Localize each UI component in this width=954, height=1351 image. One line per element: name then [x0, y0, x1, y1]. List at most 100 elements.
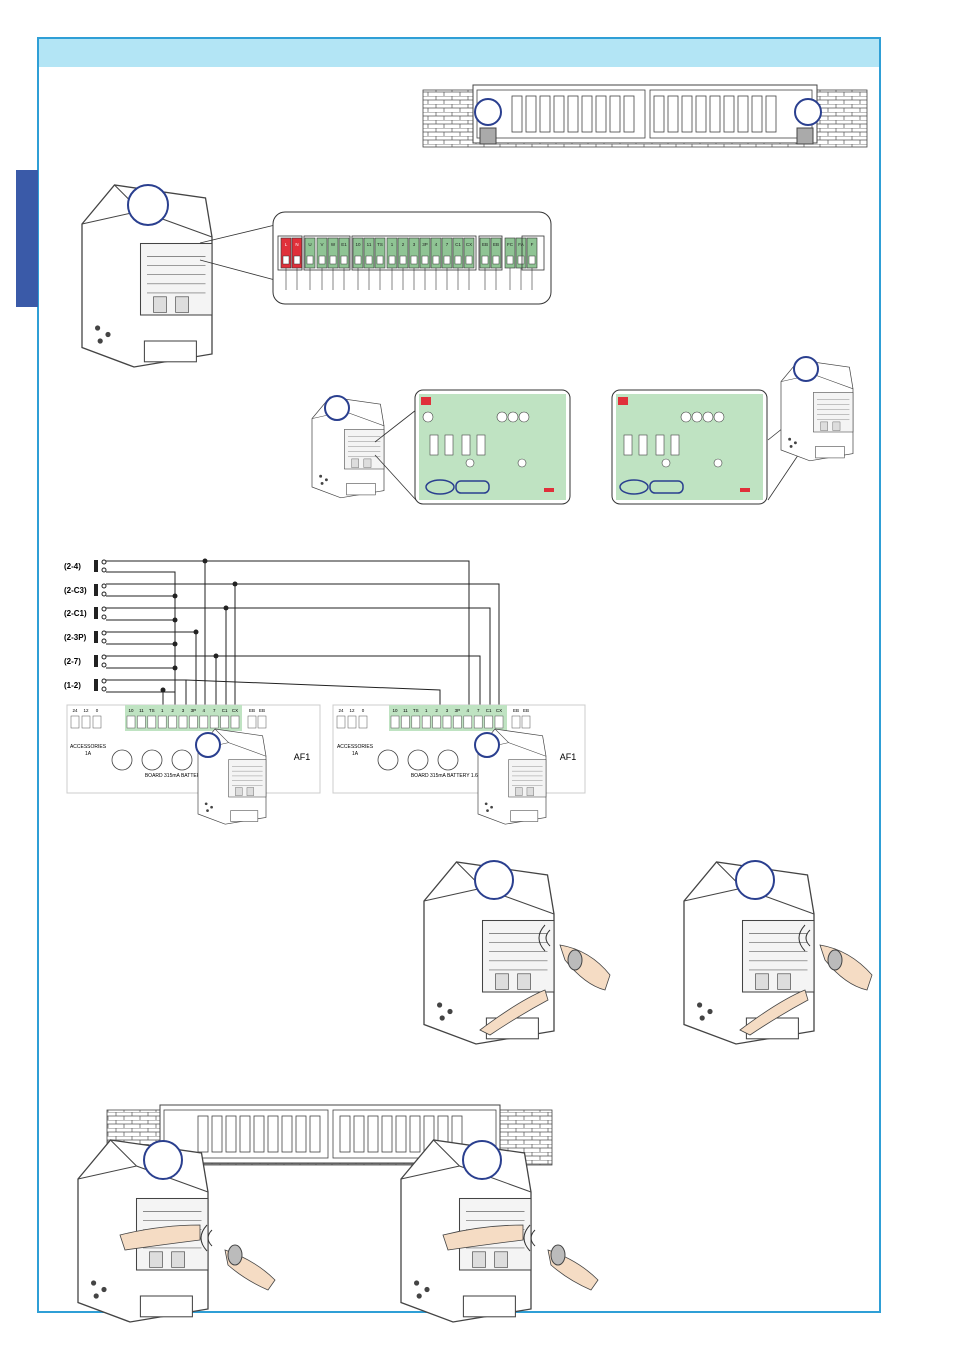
terminal-screw: [492, 255, 500, 265]
board-terminal-label: 1: [161, 708, 164, 713]
terminal-screw: [465, 255, 473, 265]
eb-terminal-label: EB: [249, 708, 255, 713]
board-callout-right: [611, 356, 854, 505]
board-terminal-label: 2: [171, 708, 174, 713]
header-terminal-label: 24: [338, 708, 344, 713]
wire: [106, 679, 441, 705]
hand-icon: [559, 944, 611, 991]
board-terminal: [494, 715, 504, 729]
pushbutton-icon: [94, 560, 98, 572]
header-terminal-label: 0: [362, 708, 365, 713]
board-terminal: [220, 715, 229, 729]
gate-motor-icon: [479, 127, 497, 145]
terminal-screw: [443, 255, 451, 265]
terminal-group: [303, 235, 351, 271]
header-terminal-label: 24: [72, 708, 78, 713]
header-terminal: [92, 715, 102, 729]
gate-motor-icon: [796, 127, 814, 145]
junction-dot: [160, 687, 166, 693]
pushbutton-icon: [94, 655, 98, 667]
af-label: AF1: [560, 752, 577, 762]
control-board-icon: [616, 394, 763, 500]
board-terminal-label: 3P: [455, 708, 461, 713]
contact-bottom: [101, 638, 107, 644]
contact-bottom: [101, 662, 107, 668]
callout-circle: [127, 184, 169, 226]
side-tab: [16, 170, 38, 307]
board-terminal: [126, 715, 136, 729]
terminal-screw: [421, 255, 429, 265]
board-terminal-label: TS: [413, 708, 419, 713]
terminal-screw: [399, 255, 407, 265]
terminal-label: 2: [402, 242, 405, 247]
terminal-screw: [354, 255, 362, 265]
board-terminal-label: 10: [128, 708, 134, 713]
terminal-group: [277, 235, 303, 271]
board-terminal-label: 7: [477, 708, 480, 713]
wire: [106, 655, 481, 705]
terminal-label: CX: [466, 242, 472, 247]
wire-lines: [106, 558, 500, 705]
hand-icon: [442, 1224, 524, 1251]
callout-circle: [474, 732, 500, 758]
junction-dot: [172, 641, 178, 647]
terminal-screw: [282, 255, 290, 265]
accessories-value: 1A: [85, 751, 92, 757]
terminal-label: C1: [455, 242, 461, 247]
board-terminal-label: CX: [232, 708, 238, 713]
wire: [106, 560, 470, 705]
pushbutton-icon: [94, 631, 98, 643]
terminal-label: 3: [413, 242, 416, 247]
pushbutton-label: (1-2): [64, 681, 81, 690]
terminal-label: EB: [482, 242, 488, 247]
terminal-label: N: [295, 242, 298, 247]
accessories-label: ACCESSORIES: [70, 744, 107, 750]
eb-terminal-label: EB: [513, 708, 519, 713]
terminal-group: [521, 235, 545, 271]
pushbutton-label: (2-C3): [64, 586, 87, 595]
terminal-label: 1: [391, 242, 394, 247]
board-terminal-label: TS: [149, 708, 155, 713]
junction-dot: [193, 629, 199, 635]
remote-transmitter-icon: [227, 1244, 243, 1266]
pushbutton-label: (2-7): [64, 657, 81, 666]
wire: [106, 583, 500, 705]
contact-bottom: [101, 567, 107, 573]
callout-circle: [324, 395, 350, 421]
board-terminal: [230, 715, 240, 729]
af-label: AF1: [294, 752, 311, 762]
terminal-label: V: [320, 242, 323, 247]
terminal-label: 4: [435, 242, 438, 247]
fuses-label: BOARD 315mA BATTERY 1.6A: [411, 773, 482, 779]
board-terminal-label: 4: [467, 708, 470, 713]
callout-circle: [735, 860, 775, 900]
remote-transmitter-icon: [550, 1244, 566, 1266]
board-terminal-label: 3P: [191, 708, 197, 713]
contact-bottom: [101, 614, 107, 620]
terminal-screw: [481, 255, 489, 265]
pushbutton-label: (2-3P): [64, 633, 87, 642]
board-terminal: [473, 715, 483, 729]
terminal-label: 3P: [422, 242, 428, 247]
contact-bottom: [101, 686, 107, 692]
callout-circle: [195, 732, 221, 758]
terminal-screw: [329, 255, 337, 265]
terminal-label: 10: [355, 242, 361, 247]
contact-top: [101, 630, 107, 636]
board-terminal: [411, 715, 421, 729]
board-terminal-label: CX: [496, 708, 502, 713]
terminal-label: W: [331, 242, 336, 247]
board-terminal: [178, 715, 188, 729]
terminal-screw: [517, 255, 525, 265]
top-gate-illustration: [422, 84, 868, 148]
terminal-screw: [318, 255, 326, 265]
terminal-label: 11: [367, 242, 372, 247]
hand-icon: [119, 1224, 201, 1251]
board-terminal: [137, 715, 146, 729]
board-terminal: [168, 715, 177, 729]
header-terminal: [81, 715, 91, 729]
